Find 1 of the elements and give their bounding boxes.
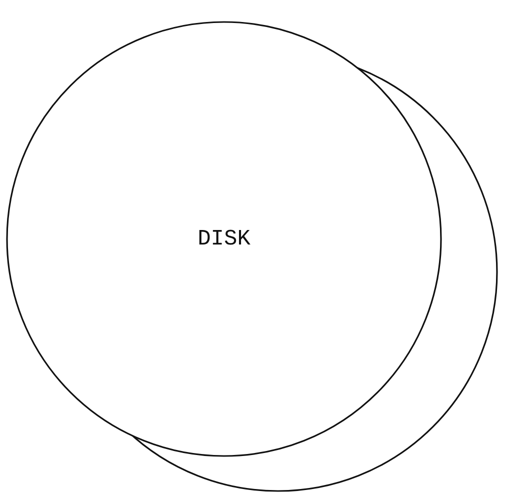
disk-label: DISK bbox=[198, 226, 250, 252]
